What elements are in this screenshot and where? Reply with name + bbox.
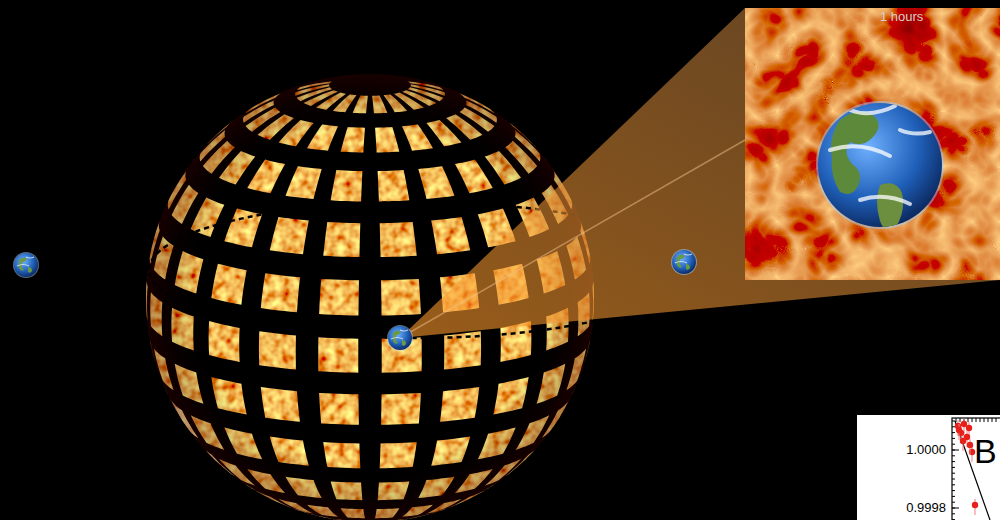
chart-axes [952, 418, 1000, 520]
land [877, 183, 903, 231]
tick [952, 502, 955, 503]
clouds [675, 254, 692, 263]
earth-large-land [830, 106, 930, 231]
tick [980, 418, 981, 422]
convection-cells [745, 8, 1000, 280]
tick [952, 496, 955, 497]
time-stamp: 1 hours [880, 10, 923, 24]
tick [952, 473, 955, 474]
data-point [960, 435, 966, 451]
tick [988, 418, 989, 422]
panel-letter: B [974, 433, 997, 470]
tick [952, 444, 955, 445]
tick [952, 513, 955, 514]
zoom-inset [745, 8, 1000, 280]
land [831, 112, 879, 194]
tick [952, 461, 955, 462]
point [967, 442, 973, 448]
axis-tick-label: 0.9998 [906, 501, 946, 515]
tick [960, 418, 961, 422]
point [961, 421, 967, 427]
zoom-wedge [400, 8, 1000, 338]
tick [992, 418, 993, 422]
tick [952, 426, 955, 427]
earth-icon [13, 252, 39, 278]
tick [996, 418, 997, 422]
point [956, 427, 962, 433]
point [960, 438, 966, 444]
tick [952, 438, 955, 439]
axis-tick-label: 1.0000 [906, 443, 946, 457]
earth-disc [672, 250, 696, 274]
earth-disc [388, 326, 412, 350]
tick [952, 479, 955, 480]
tick [952, 490, 955, 491]
tick [984, 418, 985, 422]
data-point [967, 439, 973, 455]
data-point [972, 499, 978, 515]
tick [972, 418, 973, 422]
earth-icon [387, 325, 413, 351]
earth-glow [13, 252, 39, 278]
tick [952, 455, 955, 456]
point [966, 425, 972, 431]
earth-icon [671, 249, 697, 275]
axis-ticks [952, 418, 996, 520]
data-point [956, 424, 962, 440]
clouds [17, 257, 34, 266]
tick [968, 418, 969, 422]
tick [952, 519, 955, 520]
tick [952, 508, 959, 509]
tick [976, 418, 977, 422]
earth-icons [13, 249, 697, 351]
earth-glow [671, 249, 697, 275]
earth-disc [14, 253, 38, 277]
tick [952, 484, 955, 485]
lightcurve-panel [857, 415, 1000, 520]
chart-ground [857, 415, 1000, 520]
tick [952, 450, 959, 451]
clouds [391, 330, 408, 339]
tick [952, 432, 955, 433]
zoom-ray [400, 140, 745, 338]
clouds [830, 106, 930, 204]
earth-glow [387, 325, 413, 351]
tick [952, 467, 955, 468]
point [972, 502, 978, 508]
